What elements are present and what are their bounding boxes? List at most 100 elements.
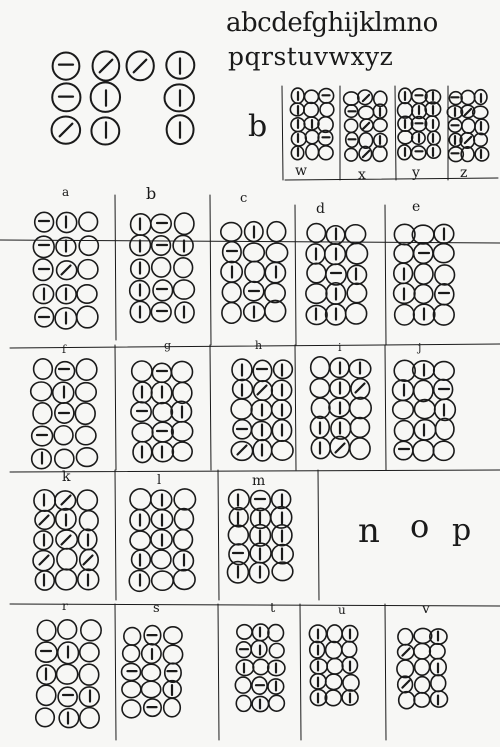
diagonal-mark [402,680,409,687]
label-v: v [422,602,430,616]
braille-circle [165,663,181,682]
braille-circle [265,300,286,321]
label-m: m [252,474,265,488]
braille-circle [272,562,293,580]
alphabet-line-2: pqrstuvwxyz [228,44,393,69]
alphabet-line-1: abcdefghijklmno [226,10,438,36]
diagonal-mark [40,516,49,525]
braille-circle [80,643,99,662]
vertical-divider [218,470,219,600]
braille-circle [33,236,54,257]
diagonal-mark [465,109,471,115]
diagonal-mark [62,496,71,505]
braille-circle [132,361,152,381]
vertical-divider [295,345,296,470]
diagonal-mark [40,556,49,565]
diagonal-mark [465,137,471,143]
diagonal-mark [62,536,71,545]
braille-circle [395,304,415,325]
label-s: s [153,602,160,615]
braille-circle [350,438,370,459]
braille-circle [55,362,74,381]
braille-circle [173,382,192,403]
braille-circle [430,644,445,659]
braille-circle [77,285,97,303]
braille-circle [122,681,141,698]
braille-circle [327,659,343,675]
label-u: u [338,604,346,616]
label-h: h [255,340,262,351]
braille-circle [33,403,52,424]
diagonal-mark [363,151,369,157]
braille-circle [347,283,366,302]
label-a: a [62,186,69,198]
diagonal-mark [134,60,147,73]
braille-circle [142,664,161,681]
label-y: y [412,166,420,180]
braille-circle [57,549,77,570]
braille-circle [433,244,454,263]
braille-circle [58,687,77,706]
braille-circle [434,362,455,381]
vertical-divider [210,345,211,470]
braille-circle [359,106,374,119]
braille-circle [75,403,95,424]
braille-circle [37,620,56,640]
braille-circle [80,708,99,728]
braille-circle [174,530,193,550]
braille-circle [435,265,455,285]
braille-circle [79,236,98,255]
letter-o-large: o [410,510,429,542]
braille-circle [80,511,99,531]
braille-circle [253,360,272,381]
braille-circle [57,664,78,684]
braille-circle [228,525,248,545]
braille-circle [54,426,73,445]
braille-circle [77,490,97,510]
braille-circle [325,690,341,706]
vertical-divider [115,195,116,340]
braille-circle [393,400,414,418]
braille-circle [235,677,251,693]
braille-circle [175,213,194,234]
braille-circle [327,625,342,643]
braille-circle [433,304,454,325]
braille-circle [343,675,359,691]
braille-circle [132,423,153,442]
label-r: r [62,600,68,612]
braille-circle [243,243,264,262]
label-g: g [164,340,171,351]
label-d: d [316,202,325,216]
label-b: b [146,186,156,202]
braille-circle [152,550,171,569]
braille-circle [58,620,77,639]
vertical-divider [218,604,219,740]
diagonal-mark [62,266,71,275]
braille-circle [394,421,413,441]
label-c: c [240,192,247,205]
braille-circle [414,693,430,707]
braille-circle [31,382,52,401]
braille-circle [79,212,98,231]
label-f: f [62,344,66,355]
braille-circle [172,361,193,382]
braille-circle [164,698,181,717]
braille-circle [174,489,195,510]
braille-circle [123,645,140,662]
vertical-divider [115,604,116,740]
diagonal-mark [363,95,369,101]
braille-circle [36,642,57,662]
braille-circle [81,620,101,641]
braille-circle [124,628,141,646]
braille-circle [414,285,433,304]
braille-circle [431,675,446,692]
braille-circle [36,708,55,727]
braille-circle [326,642,342,659]
label-i: i [338,342,342,353]
label-j: j [418,342,421,353]
vertical-divider [295,205,296,345]
vertical-divider [115,470,116,600]
braille-circle [433,441,454,460]
braille-circle [305,130,318,144]
